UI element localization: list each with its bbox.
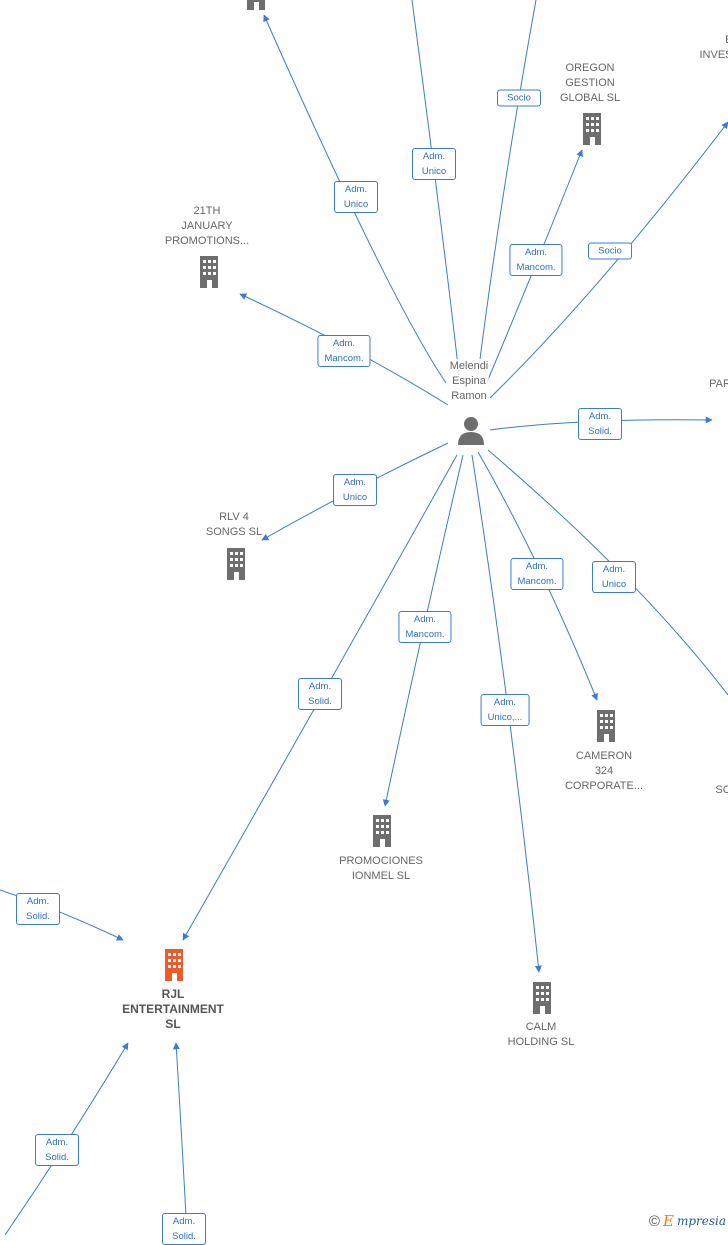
edge-rjl-bottom <box>172 1042 188 1235</box>
node-label-calm[interactable]: CALM HOLDING SL <box>507 1021 575 1048</box>
edge-label-par[interactable]: Adm. Solid. <box>578 408 622 440</box>
edge-label-top-unico[interactable]: Adm. Unico <box>412 148 456 180</box>
brand-name: mpresia <box>676 1214 726 1228</box>
edge-top-left <box>263 14 447 384</box>
center-person-name[interactable]: Melendi Espina Ramon <box>449 359 489 404</box>
node-label-rjl[interactable]: RJL ENTERTAINMENT SL <box>122 987 224 1031</box>
edge-label-rjl-bottom-left[interactable]: Adm. Solid. <box>35 1134 79 1166</box>
node-label-inves[interactable]: E INVES <box>699 34 728 61</box>
building-icon-highlight[interactable] <box>163 949 185 981</box>
node-label-promociones[interactable]: PROMOCIONES IONMEL SL <box>339 855 423 882</box>
edge-label-cameron[interactable]: Adm. Mancom. <box>510 558 564 590</box>
building-icon[interactable] <box>245 0 267 10</box>
building-icon[interactable] <box>581 113 603 145</box>
edge-label-january[interactable]: Adm. Mancom. <box>317 335 371 367</box>
building-icon[interactable] <box>531 982 553 1014</box>
edge-label-rjl[interactable]: Adm. Solid. <box>298 678 342 710</box>
building-icon[interactable] <box>198 256 220 288</box>
edge-top-socio <box>477 0 537 376</box>
person-icon[interactable] <box>456 415 486 445</box>
edge-label-rjl-bottom[interactable]: Adm. Solid. <box>162 1213 206 1245</box>
edge-label-rjl-left[interactable]: Adm. Solid. <box>16 893 60 925</box>
node-label-rlv[interactable]: RLV 4 SONGS SL <box>205 511 263 538</box>
node-label-oregon[interactable]: OREGON GESTION GLOBAL SL <box>559 62 621 104</box>
edge-label-calm[interactable]: Adm. Unico,... <box>480 694 530 726</box>
edge-inves <box>489 121 728 399</box>
edge-label-inves[interactable]: Socio <box>588 242 632 260</box>
edge-label-top-left[interactable]: Adm. Unico <box>334 181 378 213</box>
node-label-january[interactable]: 21TH JANUARY PROMOTIONS... <box>164 205 250 247</box>
edge-label-promociones[interactable]: Adm. Mancom. <box>398 611 452 643</box>
copyright-symbol: © <box>648 1212 660 1230</box>
building-icon[interactable] <box>225 548 247 580</box>
edge-label-oregon[interactable]: Adm. Mancom. <box>509 244 563 276</box>
edge-rjl-left <box>0 889 124 941</box>
brand-initial: E <box>662 1212 674 1230</box>
edge-label-sc[interactable]: Adm. Unico <box>592 561 636 593</box>
edge-top-unico <box>411 0 460 376</box>
node-label-sc[interactable]: SC <box>715 784 728 796</box>
edge-label-top-socio[interactable]: Socio <box>497 89 541 107</box>
building-icon[interactable] <box>595 710 617 742</box>
building-icon[interactable] <box>371 815 393 847</box>
node-label-cameron[interactable]: CAMERON 324 CORPORATE... <box>564 750 644 792</box>
node-label-par[interactable]: PAR <box>709 378 728 390</box>
edge-label-rlv[interactable]: Adm. Unico <box>333 474 377 506</box>
